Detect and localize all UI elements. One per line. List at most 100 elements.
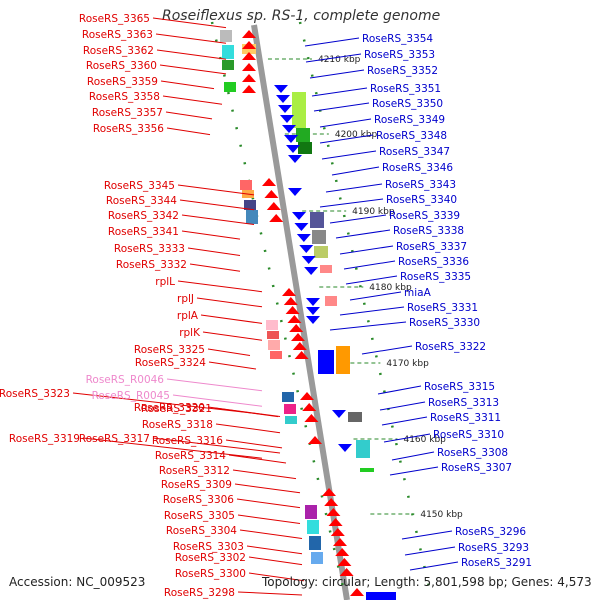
left-gene-label: RoseRS_3332 [116,259,187,271]
right-label-leader [379,401,426,411]
right-gene-label: miaA [404,287,432,299]
gene-block [284,404,296,414]
left-label-leader [248,556,303,566]
forward-gene-arrow [292,342,307,350]
left-label-leader [152,17,227,29]
right-label-leader [377,385,422,395]
right-gene-label: RoseRS_3307 [441,462,512,474]
right-gene-label: RoseRS_3340 [386,194,457,206]
right-label-leader [361,345,413,355]
left-label-leader [207,348,251,356]
right-label-leader [329,321,407,331]
left-gene-label: RoseRS_3305 [164,510,235,522]
right-label-leader [339,306,405,316]
gene-block [222,45,234,59]
right-gene-label: RoseRS_3330 [409,317,480,329]
right-label-leader [321,150,377,160]
right-gene-label: RoseRS_3351 [370,83,441,95]
gene-block [307,520,319,534]
right-gene-label: RoseRS_3347 [379,146,450,158]
reverse-gene-arrow [301,256,316,264]
gene-block [366,592,396,600]
left-label-leader [156,49,227,60]
left-label-leader [225,439,283,449]
gene-block [310,212,324,228]
right-label-leader [404,546,456,556]
left-label-leader [162,95,223,105]
gene-block [311,552,323,564]
right-gene-label: RoseRS_3353 [364,49,435,61]
right-label-leader [325,183,383,193]
left-label-leader [248,572,305,582]
right-label-leader [313,102,370,112]
reverse-gene-arrow [306,298,320,306]
right-label-leader [383,433,431,443]
gene-block [267,331,279,339]
reverse-gene-arrow [288,155,302,163]
reverse-gene-arrow [332,410,346,418]
reverse-gene-arrow [306,307,320,315]
left-gene-label: RoseRS_3341 [108,226,179,238]
left-label-leader [152,437,281,454]
left-gene-label: RoseRS_3325 [134,344,205,356]
forward-gene-arrow [266,202,281,210]
left-gene-label: RoseRS_3333 [114,243,185,255]
left-gene-label: RoseRS_R0045 [92,390,170,402]
scale-label: 4160 kbp [403,435,446,445]
forward-gene-arrow [242,52,256,60]
gene-block [282,392,294,402]
right-gene-label: RoseRS_3315 [424,381,495,393]
left-label-leader [232,469,297,480]
right-gene-label: RoseRS_3293 [458,542,529,554]
left-label-leader [166,378,263,392]
forward-gene-arrow [330,528,345,536]
right-label-leader [319,198,384,208]
right-label-leader [345,275,398,285]
right-gene-label: RoseRS_3352 [367,65,438,77]
left-label-leader [202,331,263,341]
right-label-leader [329,214,387,224]
left-gene-label: RoseRS_3321 [141,403,212,415]
right-gene-label: RoseRS_3350 [372,98,443,110]
gene-block [305,505,317,519]
left-label-leader [239,529,303,539]
forward-gene-arrow [294,351,309,359]
left-gene-label: RoseRS_3302 [175,552,246,564]
forward-gene-arrow [269,214,284,222]
forward-gene-arrow [328,518,343,526]
right-label-leader [389,466,439,476]
left-label-leader [159,64,227,75]
reverse-gene-arrow [274,85,288,93]
forward-gene-arrow [242,74,256,82]
forward-gene-arrow [242,85,256,93]
left-label-leader [181,214,255,225]
left-gene-label: RoseRS_3319 [9,433,80,445]
reverse-gene-arrow [284,135,298,143]
forward-gene-arrow [308,436,322,444]
right-gene-label: RoseRS_3313 [428,397,499,409]
left-gene-label: RoseRS_3323 [0,388,70,400]
left-label-leader [208,361,257,370]
forward-gene-arrow [337,558,352,566]
right-gene-label: RoseRS_3354 [362,33,433,45]
left-gene-label: RoseRS_3298 [164,587,235,599]
gene-block [356,440,370,458]
right-label-leader [304,37,360,47]
left-label-leader [177,184,255,196]
reverse-gene-arrow [280,115,294,123]
right-label-leader [319,134,374,144]
left-label-leader [236,498,301,509]
gene-block [360,468,374,472]
left-gene-label: rplJ [177,293,194,305]
genome-summary-text: Topology: circular; Length: 5,801,598 bp… [262,575,592,589]
left-gene-label: RoseRS_3358 [89,91,160,103]
left-label-leader [200,314,263,324]
reverse-gene-arrow [294,223,309,231]
left-gene-label: RoseRS_3365 [79,13,150,25]
left-gene-label: RoseRS_3344 [106,195,177,207]
right-gene-label: RoseRS_3348 [376,130,447,142]
right-gene-label: RoseRS_3343 [385,179,456,191]
left-label-leader [228,454,287,464]
map-title: Roseiflexus sp. RS-1, complete genome [162,8,441,24]
